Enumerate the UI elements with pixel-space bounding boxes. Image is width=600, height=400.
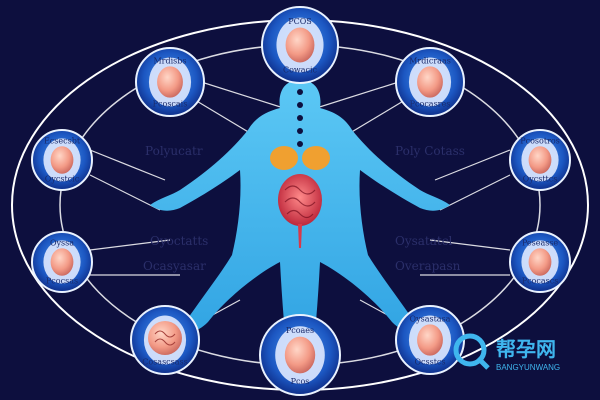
cell-egg-icon bbox=[528, 146, 552, 174]
node-top-label: Pcosotros bbox=[520, 137, 560, 146]
node-bottom-label: Pcocasres bbox=[410, 99, 451, 108]
cell-egg-icon bbox=[417, 66, 443, 98]
cell-egg-icon bbox=[417, 324, 443, 356]
node-bottom-label: Cowacic bbox=[283, 65, 318, 74]
label-left-mid: Oyoctatts bbox=[150, 234, 208, 248]
cell-egg-icon bbox=[157, 66, 183, 98]
node-top-label: Mrdisbs bbox=[153, 56, 186, 65]
watermark: 帮孕网 BANGYUNWANG bbox=[453, 333, 560, 372]
cell-egg-icon bbox=[284, 336, 316, 374]
node-top-label: Oyssa bbox=[50, 239, 74, 248]
label-left-low: Ocasyasar bbox=[143, 259, 206, 273]
node-bottom-label: Pcos bbox=[291, 377, 310, 386]
node-bottom-label: Oycsttcs bbox=[523, 175, 558, 184]
node-bottom-label: Pcocascs bbox=[522, 277, 559, 286]
label-right-low: Overapasn bbox=[395, 259, 461, 273]
cell-cluster-icon bbox=[148, 321, 182, 355]
node-bottom-label: Pcoscais bbox=[153, 99, 188, 108]
intestines-icon bbox=[278, 174, 322, 226]
cell-egg-icon bbox=[50, 146, 74, 174]
left-lung-icon bbox=[270, 146, 298, 170]
node-top-label: PCOS bbox=[288, 17, 312, 26]
node-bottom-label: Oycstcic bbox=[45, 175, 80, 184]
cell-cluster-detail bbox=[154, 330, 176, 346]
node-top-label: Oysastasa bbox=[410, 314, 451, 323]
intestine-coils bbox=[284, 185, 316, 219]
watermark-title: 帮孕网 bbox=[496, 337, 556, 361]
cell-egg-icon bbox=[285, 27, 315, 63]
node-top-label: Peseasse bbox=[522, 239, 559, 248]
label-right-top: Poly Cotass bbox=[395, 144, 465, 158]
q-logo-icon bbox=[453, 333, 487, 367]
node-top-label: Mrdicraas bbox=[409, 56, 451, 65]
label-right-mid: Oysatatcl bbox=[395, 234, 452, 248]
uterus-tube-icon bbox=[298, 224, 302, 248]
node-bottom-label: Ocsstcs bbox=[414, 357, 445, 366]
label-left-top: Polyucatr bbox=[145, 144, 203, 158]
right-lung-icon bbox=[302, 146, 330, 170]
cell-egg-icon bbox=[50, 248, 74, 276]
node-top: PCOS Cowacic bbox=[261, 6, 339, 84]
node-bottom-label: Cosascsass bbox=[142, 357, 187, 366]
watermark-subtitle: BANGYUNWANG bbox=[496, 363, 560, 372]
spine bbox=[297, 89, 303, 147]
body-figure bbox=[150, 80, 450, 380]
node-top-label: Ecsecsbt bbox=[44, 137, 81, 146]
node-top-label: Pcoaes bbox=[286, 326, 314, 335]
center-labels: Polyucatr Oyoctatts Ocasyasar Poly Cotas… bbox=[143, 144, 465, 273]
node-bottom-label: Pcocsas bbox=[46, 277, 78, 286]
cell-egg-icon bbox=[528, 248, 552, 276]
node-bottom-left: Cosascsass bbox=[130, 305, 200, 375]
